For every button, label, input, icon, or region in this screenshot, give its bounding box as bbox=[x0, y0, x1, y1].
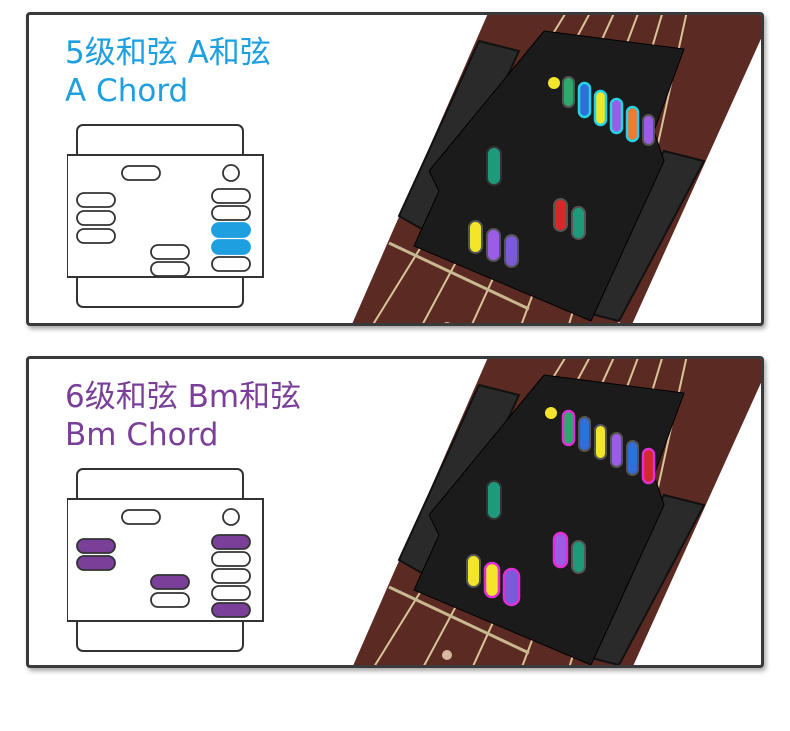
chord-title-cn: 5级和弦 A和弦 bbox=[65, 35, 271, 71]
indicator-dot bbox=[222, 508, 240, 526]
lower-left-keys bbox=[466, 554, 521, 607]
upper-key-cluster bbox=[562, 76, 655, 146]
chord-title-cn: 6级和弦 Bm和弦 bbox=[65, 379, 302, 415]
left-pads bbox=[76, 538, 116, 571]
fret-marker bbox=[442, 650, 452, 660]
indicator-led bbox=[545, 407, 557, 419]
chord-title-en: Bm Chord bbox=[65, 417, 219, 453]
lower-right-keys bbox=[552, 531, 586, 574]
right-pad bbox=[211, 568, 251, 584]
lower-left-keys bbox=[468, 220, 519, 268]
indicator-led bbox=[548, 77, 560, 89]
left-pad bbox=[76, 228, 116, 244]
device-photo bbox=[352, 15, 761, 323]
single-key bbox=[486, 146, 502, 186]
right-pad bbox=[211, 585, 251, 601]
left-pad-active bbox=[76, 538, 116, 554]
upper-key-cluster bbox=[561, 409, 656, 485]
left-pad bbox=[76, 210, 116, 226]
right-pad bbox=[211, 188, 251, 204]
center-pads bbox=[150, 244, 190, 277]
chord-panel-a: 5级和弦 A和弦 A Chord bbox=[26, 12, 764, 326]
right-pad bbox=[211, 551, 251, 567]
center-pads bbox=[150, 574, 190, 608]
center-pad bbox=[150, 592, 190, 608]
chord-diagram bbox=[67, 468, 264, 652]
center-pad-active bbox=[150, 574, 190, 590]
right-pad-active bbox=[211, 222, 251, 238]
right-pad bbox=[211, 205, 251, 221]
right-pad bbox=[211, 256, 251, 272]
center-top-pad bbox=[121, 165, 161, 181]
left-pad bbox=[76, 192, 116, 208]
chord-panel-bm: 6级和弦 Bm和弦 Bm Chord bbox=[26, 356, 764, 668]
right-pads bbox=[211, 188, 251, 272]
lower-right-keys bbox=[553, 198, 586, 240]
left-pad-active bbox=[76, 555, 116, 571]
center-pad bbox=[150, 244, 190, 260]
right-pad-active bbox=[211, 602, 251, 618]
device-photo bbox=[353, 359, 761, 665]
center-pad bbox=[150, 261, 190, 277]
single-key bbox=[486, 480, 502, 520]
right-pads bbox=[211, 534, 251, 618]
right-pad-active bbox=[211, 239, 251, 255]
center-top-pad bbox=[121, 509, 161, 525]
fret-marker bbox=[444, 322, 450, 323]
right-pad-active bbox=[211, 534, 251, 550]
chord-diagram bbox=[67, 124, 264, 308]
indicator-dot bbox=[222, 164, 240, 182]
chord-title-en: A Chord bbox=[65, 73, 189, 109]
left-pads bbox=[76, 192, 116, 244]
